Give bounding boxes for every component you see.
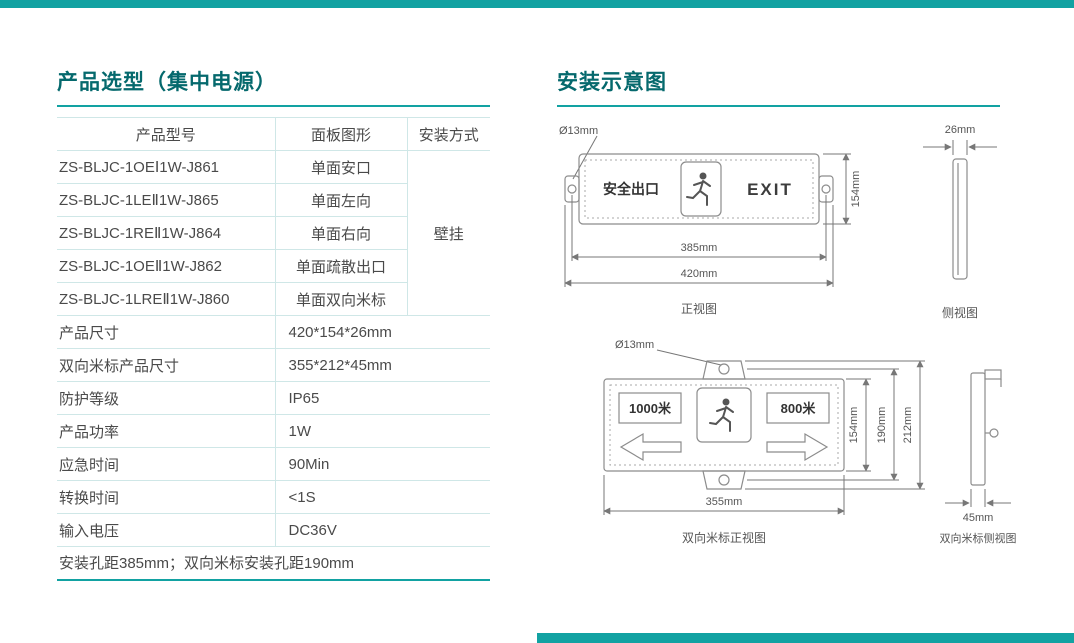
spec-value: <1S xyxy=(275,480,490,514)
table-row: ZS-BLJC-1OEⅡ1W-J862 单面疏散出口 xyxy=(57,249,490,283)
front-view-caption: 正视图 xyxy=(681,301,717,316)
dim-body-label: 154mm xyxy=(848,407,860,444)
model-cell: ZS-BLJC-1REⅡ1W-J864 xyxy=(57,216,276,250)
spec-label: 应急时间 xyxy=(57,447,276,481)
panel-cell: 单面双向米标 xyxy=(275,282,408,316)
meter-front-view-diagram: Ø13mm 1000米 800米 xyxy=(603,339,925,545)
dim-holes-385: 385mm xyxy=(571,195,827,261)
side-view-caption: 侧视图 xyxy=(942,305,978,320)
spec-row: 双向米标产品尺寸 355*212*45mm xyxy=(57,348,490,382)
installation-diagram-title: 安装示意图 xyxy=(557,66,1000,107)
table-row: ZS-BLJC-1LREⅡ1W-J860 单面双向米标 xyxy=(57,282,490,316)
spec-row: 输入电压 DC36V xyxy=(57,513,490,547)
meter-display-left: 1000米 xyxy=(629,401,672,416)
spec-row: 应急时间 90Min xyxy=(57,447,490,481)
col-header-panel: 面板图形 xyxy=(275,117,408,151)
spec-label: 输入电压 xyxy=(57,513,276,547)
dim-width-45: 45mm xyxy=(945,489,1011,524)
side-view-diagram: 26mm 侧视图 xyxy=(923,124,997,320)
panel-cell: 单面右向 xyxy=(275,216,408,250)
hole-diameter-label: Ø13mm xyxy=(559,125,598,137)
meter-display-right: 800米 xyxy=(781,401,817,416)
dim-width-355: 355mm xyxy=(603,475,845,515)
panel-cell: 单面疏散出口 xyxy=(275,249,408,283)
table-row: ZS-BLJC-1OEⅠ1W-J861 单面安口 壁挂 xyxy=(57,150,490,316)
spec-label: 防护等级 xyxy=(57,381,276,415)
running-man-icon xyxy=(709,398,734,432)
dim-holes-label: 190mm xyxy=(876,407,888,444)
front-view-diagram: Ø13mm 安全出口 EXIT xyxy=(559,125,862,316)
meter-side-width-label: 45mm xyxy=(963,512,994,524)
spec-value: IP65 xyxy=(275,381,490,415)
model-cell: ZS-BLJC-1OEⅠ1W-J861 xyxy=(57,150,276,184)
spec-label: 双向米标产品尺寸 xyxy=(57,348,276,382)
dim-width-420: 420mm xyxy=(564,205,834,287)
diagram-area: Ø13mm 安全出口 EXIT xyxy=(557,107,1033,587)
meter-sign-drawing xyxy=(603,360,845,490)
hole-callout: Ø13mm xyxy=(615,339,722,366)
meter-side-caption: 双向米标侧视图 xyxy=(940,531,1017,545)
dim-holes-label: 385mm xyxy=(681,242,718,254)
table-row: ZS-BLJC-1REⅡ1W-J864 单面右向 xyxy=(57,216,490,250)
hole-callout: Ø13mm xyxy=(559,125,598,180)
product-selection-title: 产品选型（集中电源） xyxy=(57,66,490,107)
side-width-label: 26mm xyxy=(945,124,976,136)
dim-full-212: 212mm xyxy=(745,360,925,490)
spec-value: 90Min xyxy=(275,447,490,481)
model-cell: ZS-BLJC-1LEⅡ1W-J865 xyxy=(57,183,276,217)
meter-side-profile-drawing xyxy=(970,369,1002,486)
table-header-row: 产品型号 面板图形 安装方式 xyxy=(57,117,490,151)
exit-sign-drawing xyxy=(564,153,834,225)
spec-row: 产品尺寸 420*154*26mm xyxy=(57,315,490,349)
side-profile-drawing xyxy=(952,158,968,280)
spec-label: 产品功率 xyxy=(57,414,276,448)
table-footer-row: 安装孔距385mm；双向米标安装孔距190mm xyxy=(57,546,490,581)
dim-height-154: 154mm xyxy=(823,153,862,225)
spec-value: 1W xyxy=(275,414,490,448)
col-header-model: 产品型号 xyxy=(57,117,276,151)
dim-width-26 xyxy=(923,140,997,155)
spec-value: DC36V xyxy=(275,513,490,547)
dim-height-label: 154mm xyxy=(850,171,862,208)
mounting-distance-note: 安装孔距385mm；双向米标安装孔距190mm xyxy=(57,546,490,581)
sign-text-cn: 安全出口 xyxy=(603,181,659,197)
spec-value: 355*212*45mm xyxy=(275,348,490,382)
col-header-install: 安装方式 xyxy=(407,117,490,151)
dim-body-154: 154mm xyxy=(846,378,871,472)
dim-holes-190: 190mm xyxy=(747,368,899,481)
panel-cell: 单面左向 xyxy=(275,183,408,217)
meter-front-caption: 双向米标正视图 xyxy=(682,530,766,545)
sign-text-en: EXIT xyxy=(747,180,793,199)
meter-side-view-diagram: 45mm 双向米标侧视图 xyxy=(940,369,1017,545)
spec-label: 产品尺寸 xyxy=(57,315,276,349)
product-table: 产品型号 面板图形 安装方式 ZS-BLJC-1OEⅠ1W-J861 单面安口 … xyxy=(57,117,490,581)
model-cell: ZS-BLJC-1OEⅡ1W-J862 xyxy=(57,249,276,283)
model-cell: ZS-BLJC-1LREⅡ1W-J860 xyxy=(57,282,276,316)
install-method-cell: 壁挂 xyxy=(407,150,490,316)
dim-width-label: 355mm xyxy=(706,496,743,508)
top-accent-bar xyxy=(0,0,1074,8)
product-selection-section: 产品选型（集中电源） 产品型号 面板图形 安装方式 ZS-BLJC-1OEⅠ1W… xyxy=(57,66,490,581)
spec-row: 防护等级 IP65 xyxy=(57,381,490,415)
spec-row: 转换时间 <1S xyxy=(57,480,490,514)
bottom-accent-bar xyxy=(537,633,1074,643)
hole-diameter-label: Ø13mm xyxy=(615,339,654,351)
table-row: ZS-BLJC-1LEⅡ1W-J865 单面左向 xyxy=(57,183,490,217)
spec-label: 转换时间 xyxy=(57,480,276,514)
running-man-icon xyxy=(686,172,711,206)
spec-value: 420*154*26mm xyxy=(275,315,490,349)
dim-full-label: 212mm xyxy=(902,407,914,444)
panel-cell: 单面安口 xyxy=(275,150,408,184)
dim-width-label: 420mm xyxy=(681,268,718,280)
spec-row: 产品功率 1W xyxy=(57,414,490,448)
installation-diagram-section: 安装示意图 Ø13mm xyxy=(557,66,1033,587)
